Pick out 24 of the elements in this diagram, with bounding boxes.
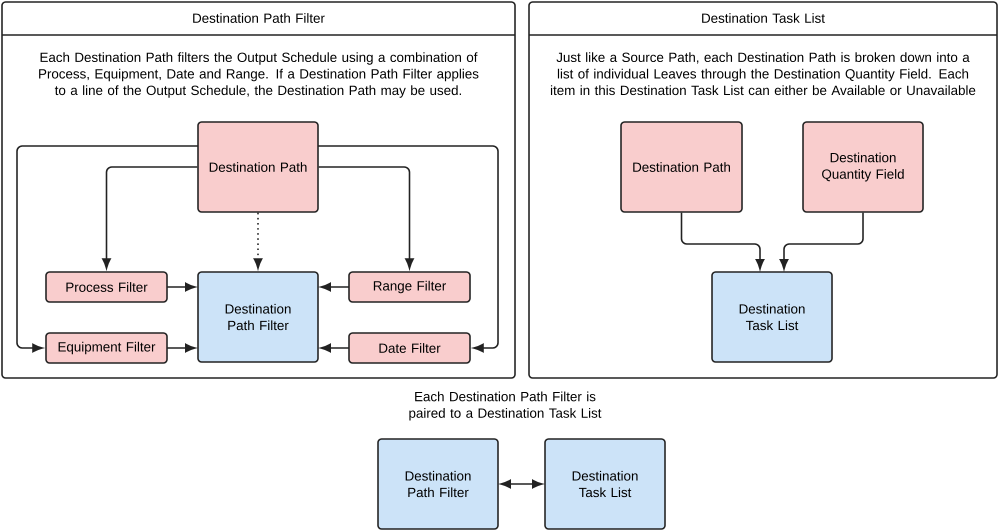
- arrow: [500, 480, 543, 488]
- process-box: Destination Path: [620, 121, 743, 213]
- arrow: [254, 212, 262, 269]
- process-box: Date Filter: [348, 332, 471, 364]
- process-box: Destination Path Filter: [197, 271, 319, 363]
- arrow: [102, 166, 198, 269]
- arrow: [320, 282, 349, 292]
- process-box: Range Filter: [348, 271, 471, 303]
- arrow: [780, 212, 864, 270]
- arrow: [167, 344, 196, 352]
- arrow: [318, 145, 499, 352]
- arrow: [167, 282, 196, 292]
- process-box: Destination Path: [197, 121, 319, 213]
- arrow: [318, 166, 414, 269]
- process-box: Destination Task List: [711, 271, 833, 363]
- process-box: Destination Quantity Field: [802, 121, 924, 213]
- process-box: Process Filter: [45, 271, 168, 303]
- arrow: [680, 212, 764, 270]
- caption-text: Each Destination Path Filter is paired to a Destination Task List: [409, 392, 602, 420]
- process-box: Destination Task List: [544, 438, 666, 530]
- process-box: Destination Path Filter: [377, 438, 499, 530]
- arrow: [320, 344, 349, 352]
- process-box: Equipment Filter: [45, 332, 168, 364]
- arrow: [16, 145, 198, 352]
